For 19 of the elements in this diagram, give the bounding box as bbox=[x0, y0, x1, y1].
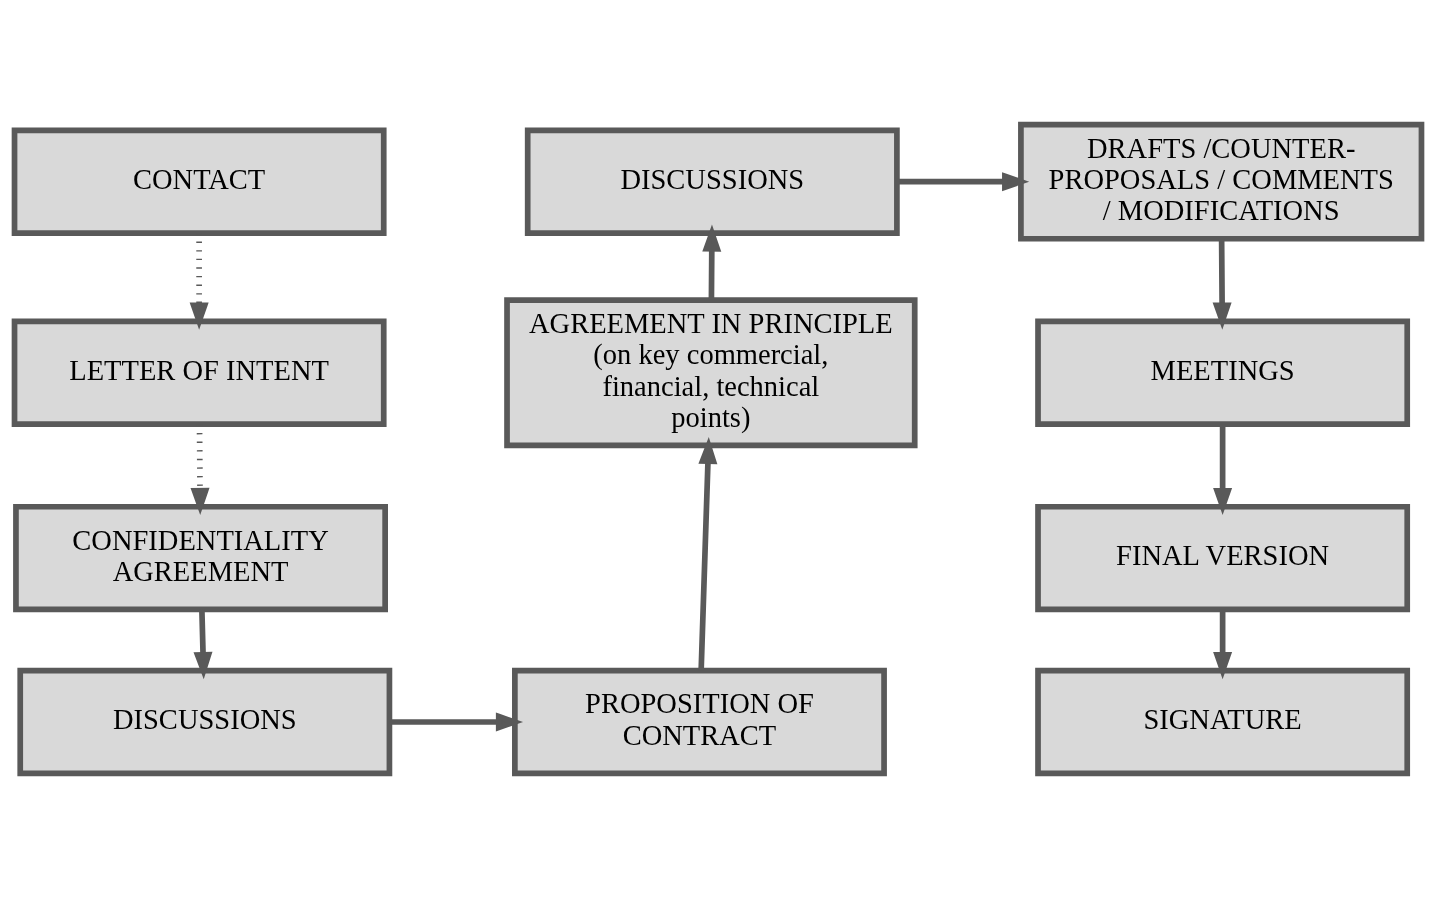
arrow bbox=[1212, 239, 1232, 330]
node-box: AGREEMENT IN PRINCIPLE (on key commercial, financial, technical points) bbox=[504, 297, 918, 449]
node-box: MEETINGS bbox=[1035, 318, 1411, 427]
node-box: SIGNATURE bbox=[1035, 667, 1411, 777]
node-box: CONTACT bbox=[11, 127, 387, 236]
node-box: PROPOSITION OF CONTRACT bbox=[512, 667, 887, 777]
arrow bbox=[698, 436, 718, 671]
arrow bbox=[1213, 609, 1233, 680]
arrow bbox=[1213, 424, 1233, 516]
node-box: FINAL VERSION bbox=[1035, 503, 1411, 613]
arrow bbox=[702, 224, 722, 300]
arrow bbox=[193, 609, 213, 680]
node-box: LETTER OF INTENT bbox=[11, 318, 387, 427]
node-box: DISCUSSIONS bbox=[17, 667, 393, 777]
arrow bbox=[897, 172, 1030, 192]
node-box: CONFIDENTIALITY AGREEMENT bbox=[13, 503, 388, 613]
node-box: DRAFTS /COUNTER-PROPOSALS / COMMENTS / MODIFICATIONS bbox=[1018, 121, 1425, 242]
arrow bbox=[389, 712, 524, 732]
node-box: DISCUSSIONS bbox=[524, 127, 900, 236]
